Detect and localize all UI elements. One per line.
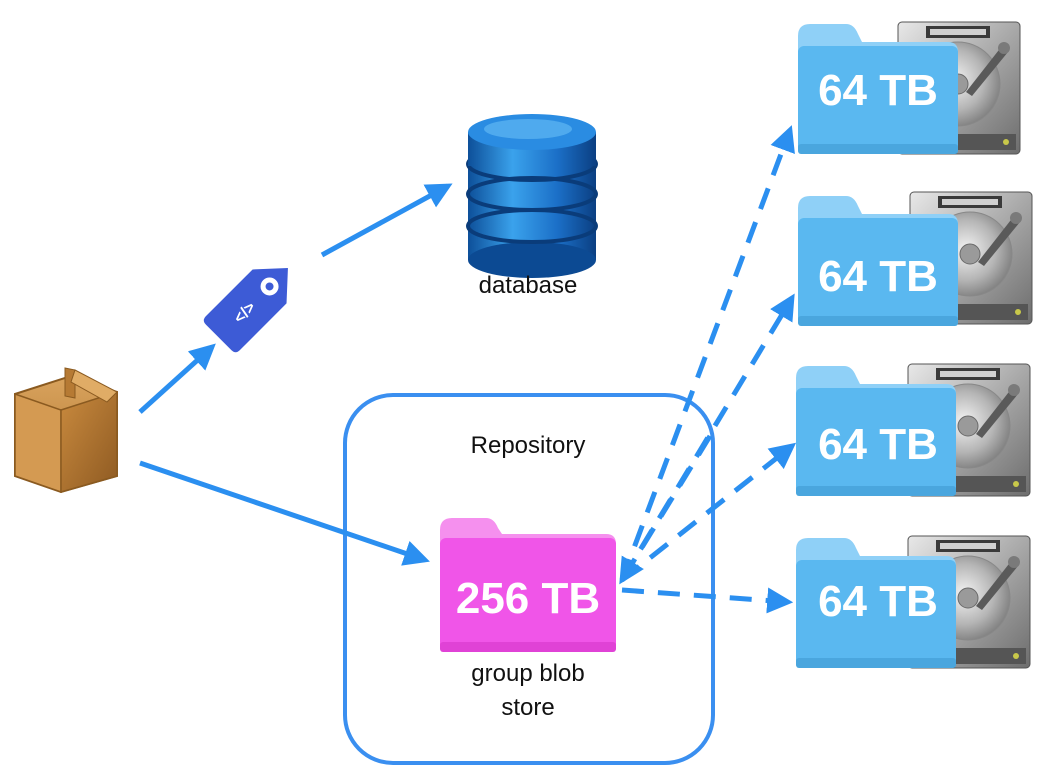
member-store-4: 64 TB bbox=[796, 535, 1031, 669]
member-store-1-capacity: 64 TB bbox=[818, 66, 938, 115]
arrow-package-to-group-store bbox=[139, 460, 430, 566]
dashed-arrow-to-store-1 bbox=[619, 125, 795, 581]
arrow-package-to-tag bbox=[138, 343, 216, 414]
package-icon bbox=[14, 367, 118, 494]
repository-box bbox=[343, 393, 715, 765]
database-icon bbox=[466, 114, 598, 278]
member-store-1: 64 TB bbox=[798, 21, 1021, 155]
group-store-label-line2: store bbox=[501, 694, 554, 721]
code-tag-icon: </> bbox=[203, 268, 288, 353]
arrow-tag-to-database bbox=[320, 183, 453, 258]
dashed-arrow-into-group-store bbox=[619, 434, 713, 585]
member-store-3: 64 TB bbox=[796, 363, 1031, 497]
dashed-arrow-to-store-4 bbox=[621, 587, 794, 614]
member-store-3-capacity: 64 TB bbox=[818, 420, 938, 469]
database-label: database bbox=[479, 272, 578, 299]
repository-title: Repository bbox=[471, 432, 586, 459]
dashed-arrow-to-store-3 bbox=[620, 442, 797, 582]
group-store-capacity: 256 TB bbox=[456, 574, 600, 623]
member-store-2: 64 TB bbox=[798, 191, 1033, 326]
member-store-4-capacity: 64 TB bbox=[818, 577, 938, 626]
member-store-2-capacity: 64 TB bbox=[818, 252, 938, 301]
group-store-label-line1: group blob bbox=[471, 660, 584, 687]
